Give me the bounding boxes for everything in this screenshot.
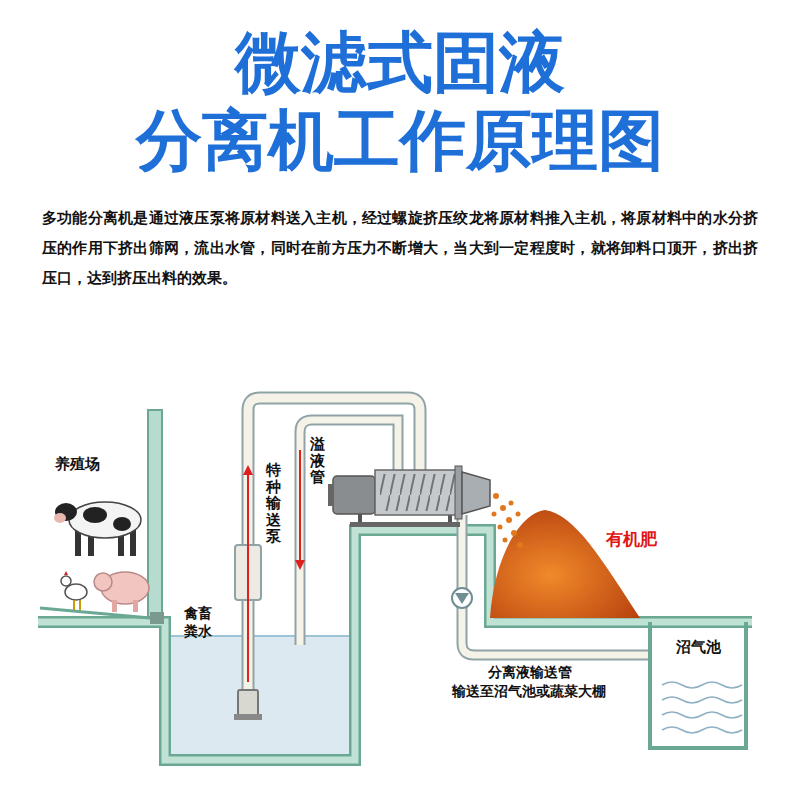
chicken-body <box>65 584 87 600</box>
cow-spot <box>83 507 107 523</box>
wave <box>662 727 742 733</box>
chicken-head <box>61 576 71 586</box>
pellet <box>500 505 506 511</box>
flow-arrow <box>247 470 249 682</box>
pump-base <box>234 714 262 720</box>
manure-label: 禽畜 粪水 <box>184 604 216 640</box>
pipe-destination: 输送至沼气池或蔬菜大棚 <box>452 682 606 700</box>
pump-pipe-outline <box>248 398 420 700</box>
chicken <box>61 571 87 610</box>
pipe-label: 分离液输送管 <box>488 663 572 681</box>
ground-fill <box>38 530 752 760</box>
pellet <box>517 542 523 548</box>
valve-mark <box>455 593 469 604</box>
motor <box>333 476 375 514</box>
chicken-leg <box>79 600 81 610</box>
cow-leg <box>130 530 136 556</box>
farm-wall <box>148 410 162 620</box>
chicken-comb <box>64 571 68 575</box>
ground-outline <box>38 530 752 760</box>
wave <box>662 712 742 718</box>
drain-outlet <box>150 612 164 624</box>
biogas-tank: 沼气池 <box>648 622 748 750</box>
pellet <box>493 493 499 499</box>
farm-label: 养殖场 <box>55 455 100 475</box>
pellet <box>516 512 521 517</box>
cow-leg <box>75 530 81 556</box>
pellet <box>498 525 503 530</box>
tank-label: 沼气池 <box>652 638 744 657</box>
fertilizer-label: 有机肥 <box>606 528 657 550</box>
pellet <box>511 530 517 536</box>
machine-frame <box>350 522 460 527</box>
pellet <box>492 512 497 517</box>
falling-pellets <box>492 493 524 548</box>
title: 微滤式固液 分离机工作原理图 <box>0 24 800 180</box>
pig-leg <box>112 600 117 612</box>
overflow-pipe-outline <box>300 420 398 645</box>
separator-machine <box>328 466 490 527</box>
biogas-waves <box>662 682 742 733</box>
description: 多功能分离机是通过液压泵将原材料送入主机，经过螺旋挤压绞龙将原材料推入主机，将原… <box>42 203 758 293</box>
overflow-pipe <box>300 420 398 645</box>
wave <box>662 682 742 688</box>
valve <box>452 588 472 608</box>
motor-cap <box>328 484 334 506</box>
pellet <box>506 517 512 523</box>
pellet <box>503 538 508 543</box>
manure-water <box>170 636 350 756</box>
cow <box>54 502 141 556</box>
screw-thread <box>380 474 455 511</box>
pump-pipe <box>248 398 420 700</box>
flange <box>455 466 462 519</box>
discharge-cone <box>462 472 490 514</box>
fertilizer-mound <box>490 510 640 618</box>
pig <box>94 572 149 612</box>
cow-nose <box>54 513 66 523</box>
pig-leg <box>133 600 138 612</box>
overflow-label: 溢液管 <box>310 436 325 486</box>
pellet <box>509 501 514 506</box>
screw-housing <box>375 470 460 515</box>
pig-head <box>94 573 112 591</box>
pump-head <box>238 690 258 716</box>
flow-arrow <box>299 450 301 565</box>
chicken-leg <box>73 600 75 610</box>
cow-spot <box>113 517 131 531</box>
cow-body <box>69 502 141 538</box>
pump-label: 特种输送泵 <box>266 462 281 545</box>
wave <box>662 697 742 703</box>
